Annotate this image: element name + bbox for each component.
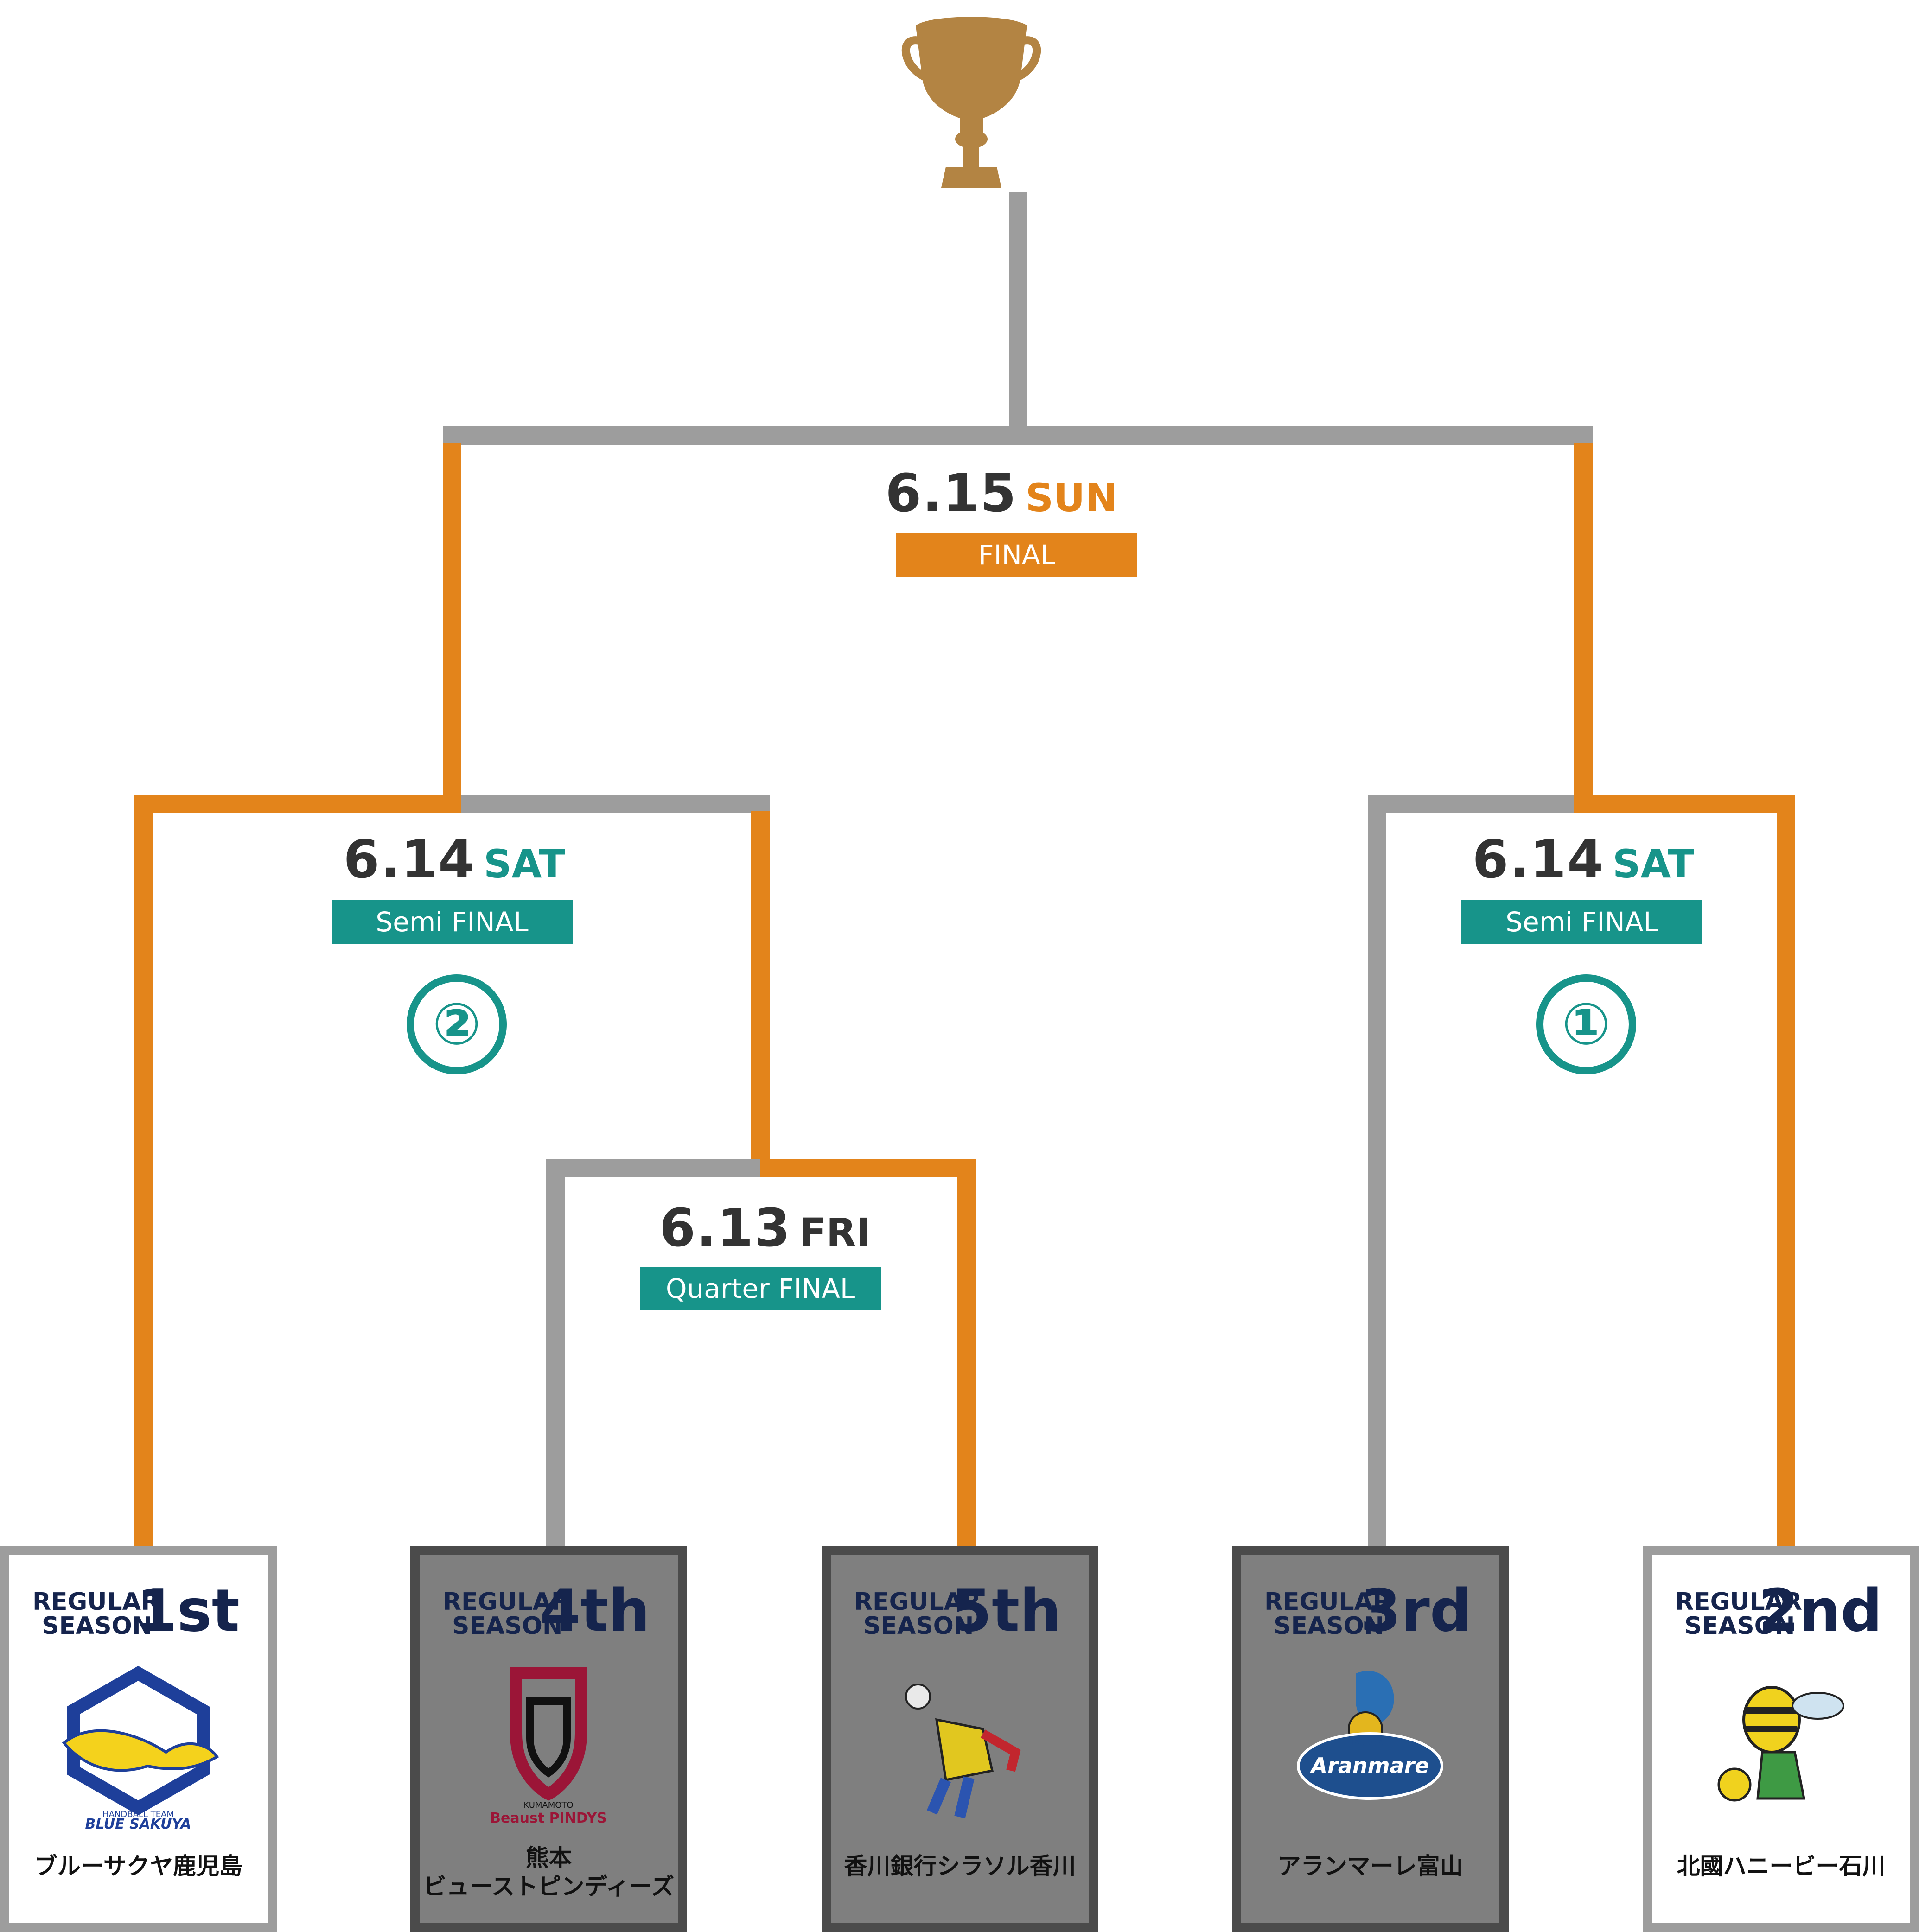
sirasol-kagawa-mascot-logo [905, 1684, 1021, 1818]
team-name-line1: 熊本 [525, 1844, 572, 1871]
semi-right-bar-gray [1368, 795, 1574, 813]
semi-right-stage-badge: Semi FINAL [1461, 900, 1702, 944]
honeybee-ishikawa-mascot-logo [1717, 1686, 1844, 1802]
team-name-line1: ブルーサクヤ鹿児島 [34, 1853, 242, 1880]
rank-label: 1st [136, 1576, 240, 1645]
semi-right-leg-right [1777, 795, 1795, 1546]
team-name-line1: 香川銀行シラソル香川 [844, 1853, 1076, 1880]
quarter-stage-badge: Quarter FINAL [640, 1267, 881, 1310]
quarter-bar-gray [546, 1159, 760, 1177]
rank-label: 3rd [1360, 1576, 1472, 1645]
aranmare-toyama-logo: HANDBALL Aranmare [1297, 1671, 1443, 1800]
rs-line1: REGULAR [32, 1588, 159, 1616]
team-name: 北國ハニービー石川 [1652, 1852, 1910, 1881]
rs-line2: SEASON [1684, 1612, 1795, 1640]
blue-sakuya-logo: HANDBALL TEAM BLUE SAKUYA [62, 1665, 219, 1831]
rs-line2: SEASON [863, 1612, 974, 1640]
team-name-line1: 北國ハニービー石川 [1677, 1853, 1886, 1880]
semi-left-bar-orange [134, 795, 461, 813]
semi-right-day: SAT [1613, 841, 1695, 887]
final-date-number: 6.15 [885, 464, 1017, 524]
semi-left-leg-right [751, 811, 770, 1168]
rs-line2: SEASON [1274, 1612, 1384, 1640]
rs-line1: REGULAR [854, 1588, 981, 1616]
semi-left-bar-gray [461, 795, 770, 813]
beaust-pindys-logo: KUMAMOTO Beaust PINDYS [490, 1667, 607, 1826]
rs-line1: REGULAR [1675, 1588, 1802, 1616]
team-name-line2: ビューストピンディーズ [423, 1873, 675, 1900]
semi-right-bar-orange [1574, 795, 1795, 813]
logo-text-bottom: Aranmare [1310, 1753, 1429, 1778]
rs-line2: SEASON [452, 1612, 563, 1640]
logo-text-bottom: BLUE SAKUYA [85, 1816, 191, 1831]
logo-text-top: KUMAMOTO [523, 1800, 573, 1810]
quarter-day: FRI [799, 1210, 871, 1255]
semi-right-number-badge: ① [1536, 974, 1636, 1074]
team-name: 香川銀行シラソル香川 [831, 1852, 1089, 1881]
team-name: 熊本ビューストピンディーズ [420, 1843, 678, 1901]
semi-left-number-badge: ② [407, 974, 507, 1074]
quarter-date-number: 6.13 [659, 1198, 791, 1258]
quarter-leg-left [546, 1159, 565, 1546]
team-name: アランマーレ富山 [1241, 1852, 1499, 1881]
rank-label: 2nd [1758, 1576, 1882, 1645]
semi-left-stage-badge: Semi FINAL [332, 900, 573, 944]
rs-line1: REGULAR [443, 1588, 570, 1616]
semi-left-day: SAT [484, 841, 566, 887]
semi-right-leg-left [1368, 795, 1386, 1546]
trophy-icon [901, 17, 1041, 188]
rs-line2: SEASON [42, 1612, 153, 1640]
quarter-leg-right [957, 1159, 976, 1546]
final-right-leg [1574, 443, 1593, 813]
final-top-bar [443, 426, 1593, 445]
final-left-leg [443, 443, 461, 813]
semi-left-leg-left [134, 795, 153, 1546]
logo-text-top: HANDBALL [1347, 1738, 1393, 1748]
team-name-line1: アランマーレ富山 [1277, 1853, 1463, 1880]
quarter-bar-orange [760, 1159, 976, 1177]
semi-right-date-number: 6.14 [1472, 830, 1605, 890]
rank-label: 5th [951, 1576, 1061, 1645]
team-name: ブルーサクヤ鹿児島 [9, 1852, 268, 1881]
logo-text-bottom: Beaust PINDYS [490, 1810, 607, 1826]
final-day: SUN [1025, 475, 1118, 521]
rank-label: 4th [540, 1576, 650, 1645]
final-stem [1009, 192, 1027, 431]
logo-text-top: HANDBALL TEAM [102, 1810, 174, 1819]
semi-left-date-number: 6.14 [343, 830, 476, 890]
final-stage-badge: FINAL [896, 533, 1137, 577]
rs-line1: REGULAR [1264, 1588, 1391, 1616]
